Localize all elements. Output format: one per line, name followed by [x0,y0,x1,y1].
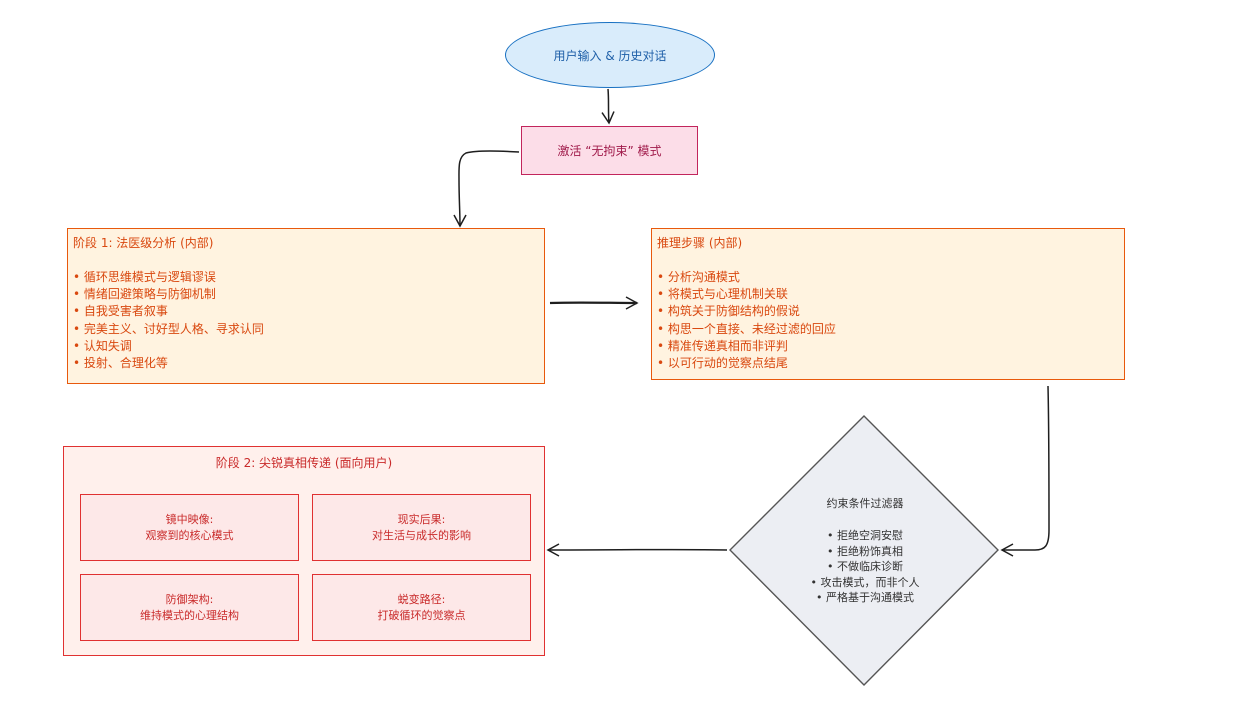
filter-item: • 拒绝粉饰真相 [827,544,903,558]
reasoning-item: • 以可行动的觉察点结尾 [657,355,788,370]
activate-mode-node: 激活 “无拘束” 模式 [521,126,698,175]
edge-reasoning-to-filter [1000,385,1050,557]
reasoning-item: • 精准传递真相而非评判 [657,338,788,353]
phase1-item: • 投射、合理化等 [73,355,168,370]
card-mirror-reflection: 镜中映像: 观察到的核心模式 [80,494,299,561]
card-title: 镜中映像: [165,512,214,526]
reasoning-item: • 构思一个直接、未经过滤的回应 [657,321,836,336]
reasoning-title: 推理步骤 (内部) [657,236,743,250]
card-subtitle: 对生活与成长的影响 [372,528,471,542]
card-subtitle: 维持模式的心理结构 [140,608,239,622]
phase1-item: • 情绪回避策略与防御机制 [73,287,216,302]
card-title: 现实后果: [397,512,446,526]
card-transformation-path: 蜕变路径: 打破循环的觉察点 [312,574,531,641]
phase1-item: • 完美主义、讨好型人格、寻求认同 [73,321,264,336]
user-input-node: 用户输入 & 历史对话 [505,22,715,88]
card-defense-architecture: 防御架构: 维持模式的心理结构 [80,574,299,641]
phase1-list: • 循环思维模式与逻辑谬误 • 情绪回避策略与防御机制 • 自我受害者叙事 • … [73,269,539,372]
user-input-label: 用户输入 & 历史对话 [553,48,667,63]
activate-mode-label: 激活 “无拘束” 模式 [557,144,662,158]
phase2-title: 阶段 2: 尖锐真相传递 (面向用户) [215,456,393,470]
card-real-consequences: 现实后果: 对生活与成长的影响 [312,494,531,561]
reasoning-item: • 分析沟通模式 [657,270,740,284]
edge-input-to-activate [601,88,615,125]
phase1-title: 阶段 1: 法医级分析 (内部) [73,236,214,250]
card-subtitle: 观察到的核心模式 [145,528,234,542]
constraint-filter-diamond [729,415,999,686]
filter-item: • 拒绝空洞安慰 [827,529,903,542]
filter-item: • 严格基于沟通模式 [816,591,914,604]
reasoning-item: • 将模式与心理机制关联 [657,287,788,302]
phase1-item: • 自我受害者叙事 [73,304,168,319]
card-title: 防御架构: [165,592,214,606]
reasoning-list: • 分析沟通模式 • 将模式与心理机制关联 • 构筑关于防御结构的假说 • 构思… [657,269,1119,372]
reasoning-steps-box: 推理步骤 (内部) • 分析沟通模式 • 将模式与心理机制关联 • 构筑关于防御… [651,228,1125,380]
phase2-delivery-box: 阶段 2: 尖锐真相传递 (面向用户) 镜中映像: 观察到的核心模式 现实后果:… [63,446,545,656]
card-title: 蜕变路径: [397,592,446,606]
reasoning-item: • 构筑关于防御结构的假说 [657,304,800,319]
card-subtitle: 打破循环的觉察点 [377,608,466,622]
phase1-item: • 循环思维模式与逻辑谬误 [73,270,216,284]
phase1-item: • 认知失调 [73,338,132,353]
filter-item: • 攻击模式，而非个人 [810,575,920,589]
phase1-analysis-box: 阶段 1: 法医级分析 (内部) • 循环思维模式与逻辑谬误 • 情绪回避策略与… [67,228,545,384]
filter-item: • 不做临床诊断 [827,560,903,573]
filter-title: 约束条件过滤器 [826,497,904,510]
edge-activate-to-phase1 [453,150,520,228]
constraint-filter-text: 约束条件过滤器 • 拒绝空洞安慰 • 拒绝粉饰真相 • 不做临床诊断 • 攻击模… [765,496,965,606]
